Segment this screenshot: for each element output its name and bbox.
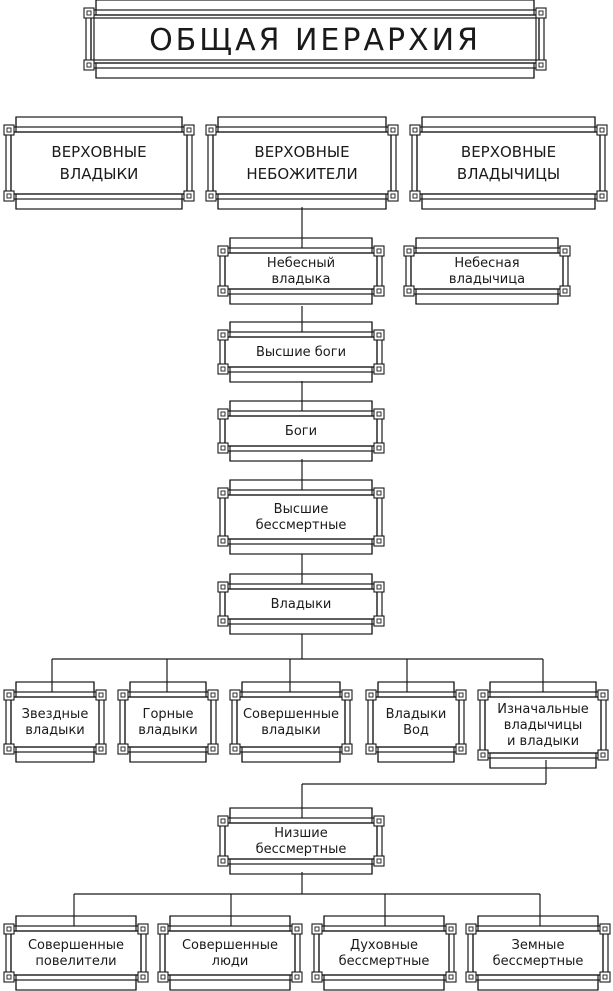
node-label: бессмертные <box>339 954 430 969</box>
node-label: ВЕРХОВНЫЕ <box>461 143 556 161</box>
node-label: Духовные <box>350 938 418 953</box>
diagram-title: ОБЩАЯ ИЕРАРХИЯ <box>149 23 481 58</box>
node-gods: Боги <box>217 400 385 462</box>
node-label: Совершенные <box>243 707 339 722</box>
node-label: НЕБОЖИТЕЛИ <box>246 165 357 183</box>
node-label: Совершенные <box>28 938 124 953</box>
node-lords: Владыки <box>217 573 385 635</box>
node-label: Небесный <box>267 256 335 271</box>
node-supreme-ladies: ВЕРХОВНЫЕ ВЛАДЫЧИЦЫ <box>409 116 608 210</box>
node-label: владычицы <box>504 718 582 733</box>
node-label: Горные <box>143 707 194 722</box>
node-label: Низшие <box>274 826 327 841</box>
node-label: Совершенные <box>182 938 278 953</box>
node-label: владыки <box>138 723 198 738</box>
node-label: владычица <box>449 272 525 287</box>
node-label: ВЛАДЫКИ <box>60 165 139 183</box>
node-label: Звездные <box>22 707 89 722</box>
node-label: повелители <box>35 954 116 969</box>
node-label: Земные <box>512 938 565 953</box>
node-label: Владыки <box>386 707 447 722</box>
node-label: ВЕРХОВНЫЕ <box>254 143 349 161</box>
node-label: бессмертные <box>256 518 347 533</box>
node-supreme-rulers: ВЕРХОВНЫЕ ВЛАДЫКИ <box>3 116 195 210</box>
node-label: и владыки <box>507 734 579 749</box>
node-label: Боги <box>285 424 317 439</box>
node-label: Вод <box>403 723 429 738</box>
node-label: бессмертные <box>256 842 347 857</box>
node-label: ВЕРХОВНЫЕ <box>51 143 146 161</box>
node-label: Высшие <box>274 502 329 517</box>
node-label: владыка <box>271 272 330 287</box>
node-label: Высшие боги <box>256 345 346 360</box>
node-label: Владыки <box>271 597 332 612</box>
title-banner: ОБЩАЯ ИЕРАРХИЯ <box>83 0 547 79</box>
node-label: люди <box>212 954 249 969</box>
node-label: ВЛАДЫЧИЦЫ <box>457 165 560 183</box>
node-label: бессмертные <box>493 954 584 969</box>
connector-lines <box>51 207 547 926</box>
node-label: владыки <box>261 723 321 738</box>
node-supreme-celestials: ВЕРХОВНЫЕ НЕБОЖИТЕЛИ <box>205 116 399 210</box>
node-higher-gods: Высшие боги <box>217 321 385 383</box>
node-label: владыки <box>25 723 85 738</box>
node-label: Изначальные <box>497 702 588 717</box>
node-label: Небесная <box>454 256 519 271</box>
